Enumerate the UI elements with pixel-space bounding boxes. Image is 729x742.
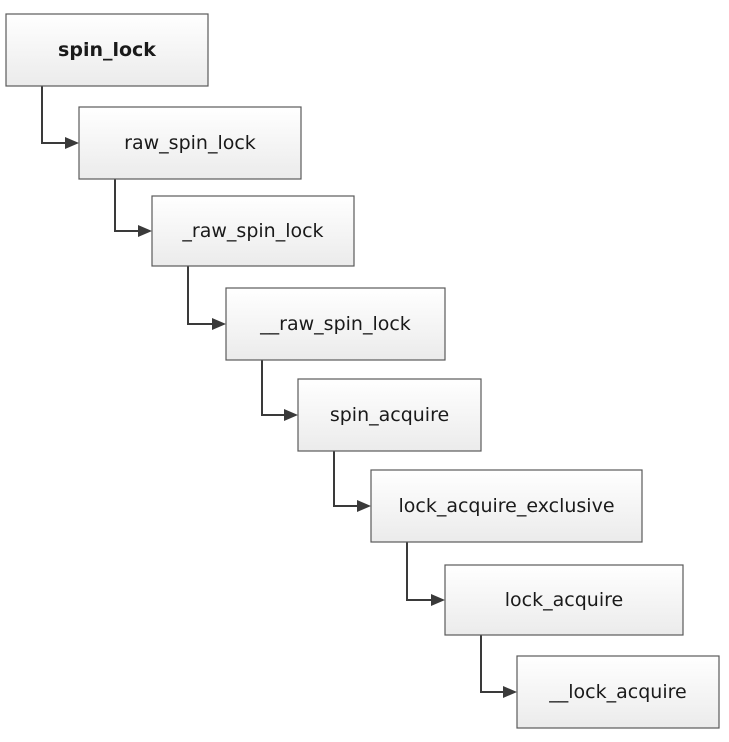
nodes-layer: spin_lock raw_spin_lock _raw_spin_lock __ra… [5, 13, 720, 729]
node-label: __lock_acquire [548, 681, 686, 703]
edge-lock-acquire-exclusive-to-lock-acquire [406, 542, 445, 606]
node-box [516, 655, 720, 729]
edges-layer [41, 86, 517, 698]
node-box [78, 106, 302, 180]
node-label: spin_lock [58, 39, 156, 61]
connector-line [261, 360, 286, 416]
edge-double-underscore-raw-spin-lock-to-spin-acquire [261, 360, 298, 421]
arrowhead [138, 225, 152, 237]
node-label: _raw_spin_lock [181, 220, 323, 242]
node-label: lock_acquire [505, 589, 623, 611]
node-lock-acquire-exclusive: lock_acquire_exclusive [370, 469, 643, 543]
edge-underscore-raw-spin-lock-to-double-underscore-raw-spin-lock [187, 266, 226, 330]
connector-line [114, 179, 140, 232]
node-box [370, 469, 643, 543]
node-raw-spin-lock: raw_spin_lock [78, 106, 302, 180]
arrowhead [212, 318, 226, 330]
node-box [444, 564, 684, 636]
node-spin-acquire: spin_acquire [297, 378, 482, 452]
edge-spin-acquire-to-lock-acquire-exclusive [333, 451, 371, 512]
arrowhead [431, 594, 445, 606]
node-box [151, 195, 355, 267]
arrowhead [284, 409, 298, 421]
connector-line [406, 542, 433, 601]
node-box [297, 378, 482, 452]
connector-line [333, 451, 359, 507]
connector-line [480, 635, 505, 693]
edge-spin-lock-to-raw-spin-lock [41, 86, 79, 149]
node-double-underscore-raw-spin-lock: __raw_spin_lock [225, 287, 446, 361]
node-label: lock_acquire_exclusive [398, 495, 614, 517]
node-lock-acquire: lock_acquire [444, 564, 684, 636]
node-underscore-raw-spin-lock: _raw_spin_lock [151, 195, 355, 267]
arrowhead [65, 137, 79, 149]
edge-lock-acquire-to-double-underscore-lock-acquire [480, 635, 517, 698]
node-box [225, 287, 446, 361]
connector-line [187, 266, 214, 325]
connector-line [41, 86, 67, 144]
node-label: raw_spin_lock [124, 132, 256, 154]
node-double-underscore-lock-acquire: __lock_acquire [516, 655, 720, 729]
node-spin-lock: spin_lock [5, 13, 209, 87]
node-label: spin_acquire [330, 404, 449, 426]
edge-raw-spin-lock-to-underscore-raw-spin-lock [114, 179, 152, 237]
node-box [5, 13, 209, 87]
node-label: __raw_spin_lock [259, 313, 411, 335]
arrowhead [357, 500, 371, 512]
arrowhead [503, 686, 517, 698]
